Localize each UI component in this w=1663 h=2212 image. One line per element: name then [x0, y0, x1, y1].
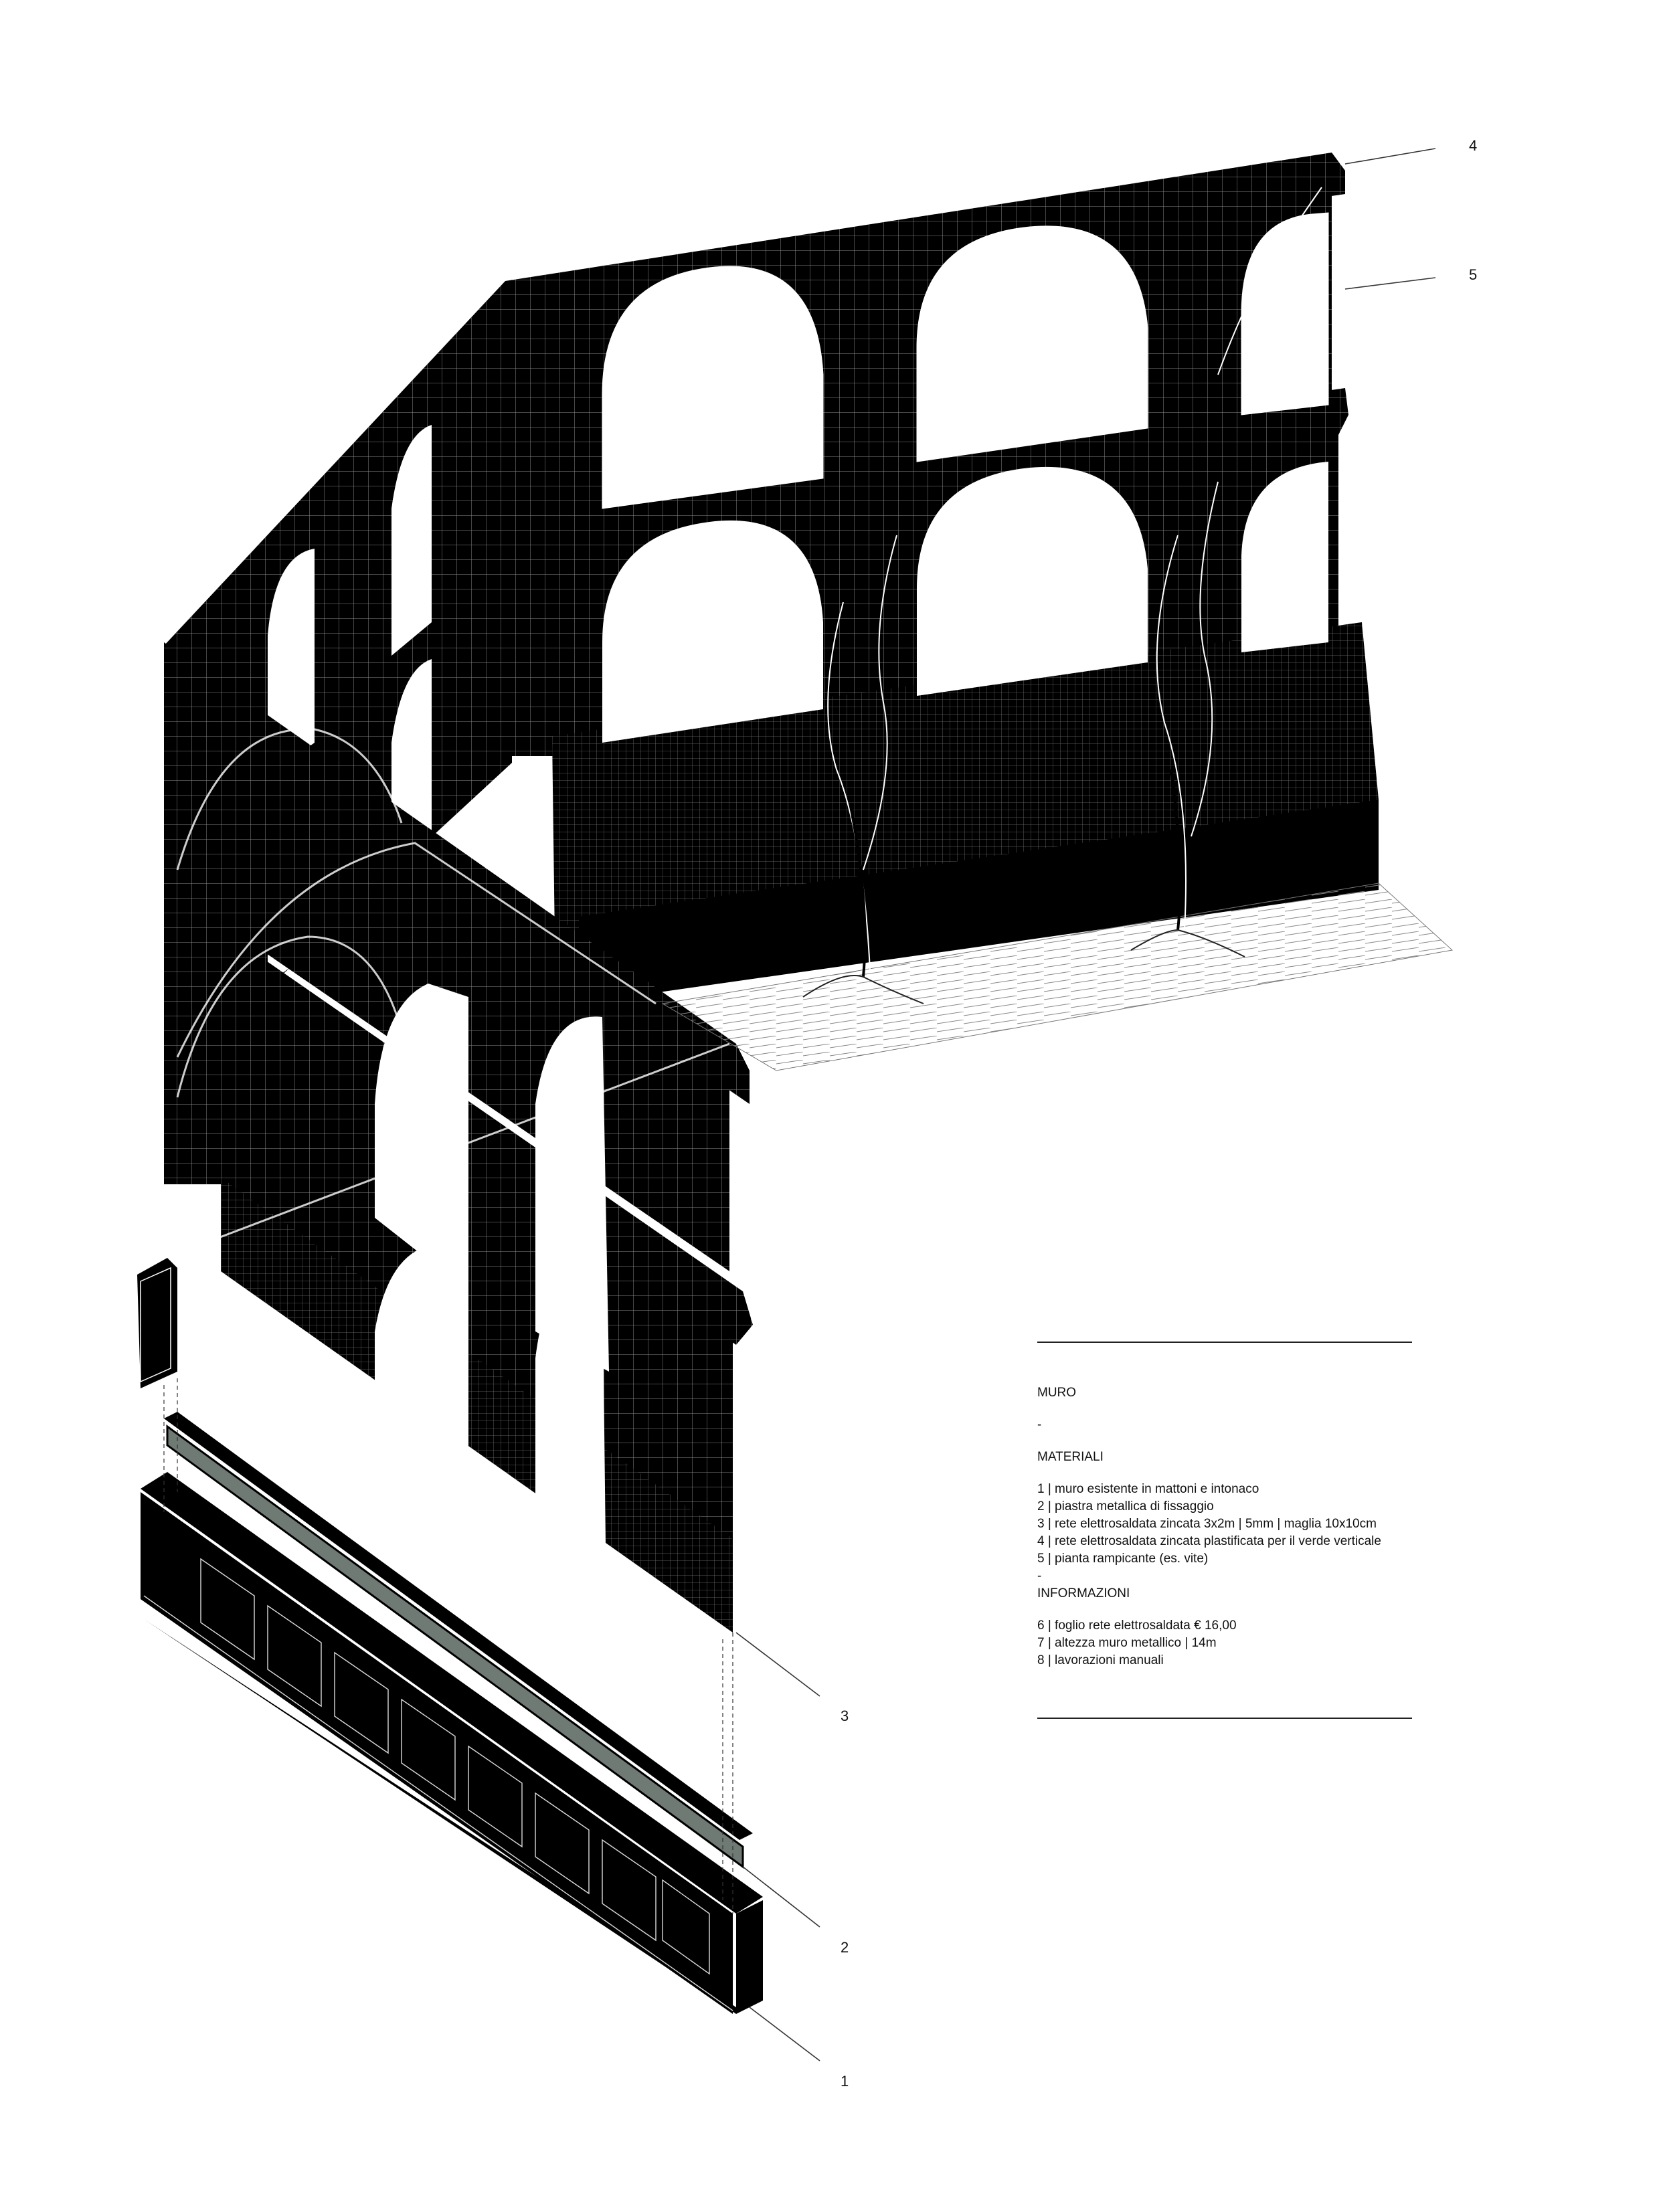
materials-heading: MATERIALI [1037, 1450, 1104, 1464]
climbing-plants [827, 187, 1322, 971]
tree-roots [802, 929, 1245, 1004]
material-item: 5 | pianta rampicante (es. vite) [1037, 1552, 1209, 1566]
back-wall-lower-arches [602, 462, 1328, 743]
info-item: 8 | lavorazioni manuali [1037, 1653, 1164, 1667]
legend-bottom-rule [1037, 1718, 1412, 1719]
legend-title: MURO [1037, 1386, 1077, 1400]
callout-4: 4 [1469, 137, 1478, 154]
fixing-bracket [137, 1258, 177, 1388]
explode-projection-lines [163, 1378, 733, 1914]
leader-lines [735, 148, 1436, 2061]
callout-2: 2 [841, 1939, 849, 1956]
tree-trunks [849, 769, 1182, 978]
front-wall-arches [375, 984, 609, 1546]
layer-1-brick-wall [141, 1472, 763, 2014]
callout-3: 3 [841, 1708, 849, 1724]
material-item: 2 | piastra metallica di fissaggio [1037, 1499, 1214, 1513]
legend-dash: - [1037, 1418, 1042, 1432]
legend-dash: - [1037, 1569, 1042, 1583]
material-item: 4 | rete elettrosaldata zincata plastifi… [1037, 1534, 1381, 1548]
info-item: 6 | foglio rete elettrosaldata € 16,00 [1037, 1619, 1237, 1633]
vault-ribs [176, 728, 730, 1246]
info-heading: INFORMAZIONI [1037, 1586, 1130, 1600]
garden-floor [661, 883, 1454, 1071]
back-wall-upper-arches [602, 212, 1329, 509]
callout-1: 1 [841, 2073, 849, 2090]
callout-5: 5 [1469, 266, 1478, 283]
material-item: 3 | rete elettrosaldata zincata 3x2m | 5… [1037, 1517, 1377, 1531]
info-item: 7 | altezza muro metallico | 14m [1037, 1636, 1217, 1650]
material-item: 1 | muro esistente in mattoni e intonaco [1037, 1482, 1259, 1496]
legend-top-rule [1037, 1342, 1412, 1343]
legend: MURO - MATERIALI 1 | muro esistente in m… [1037, 1342, 1412, 1719]
